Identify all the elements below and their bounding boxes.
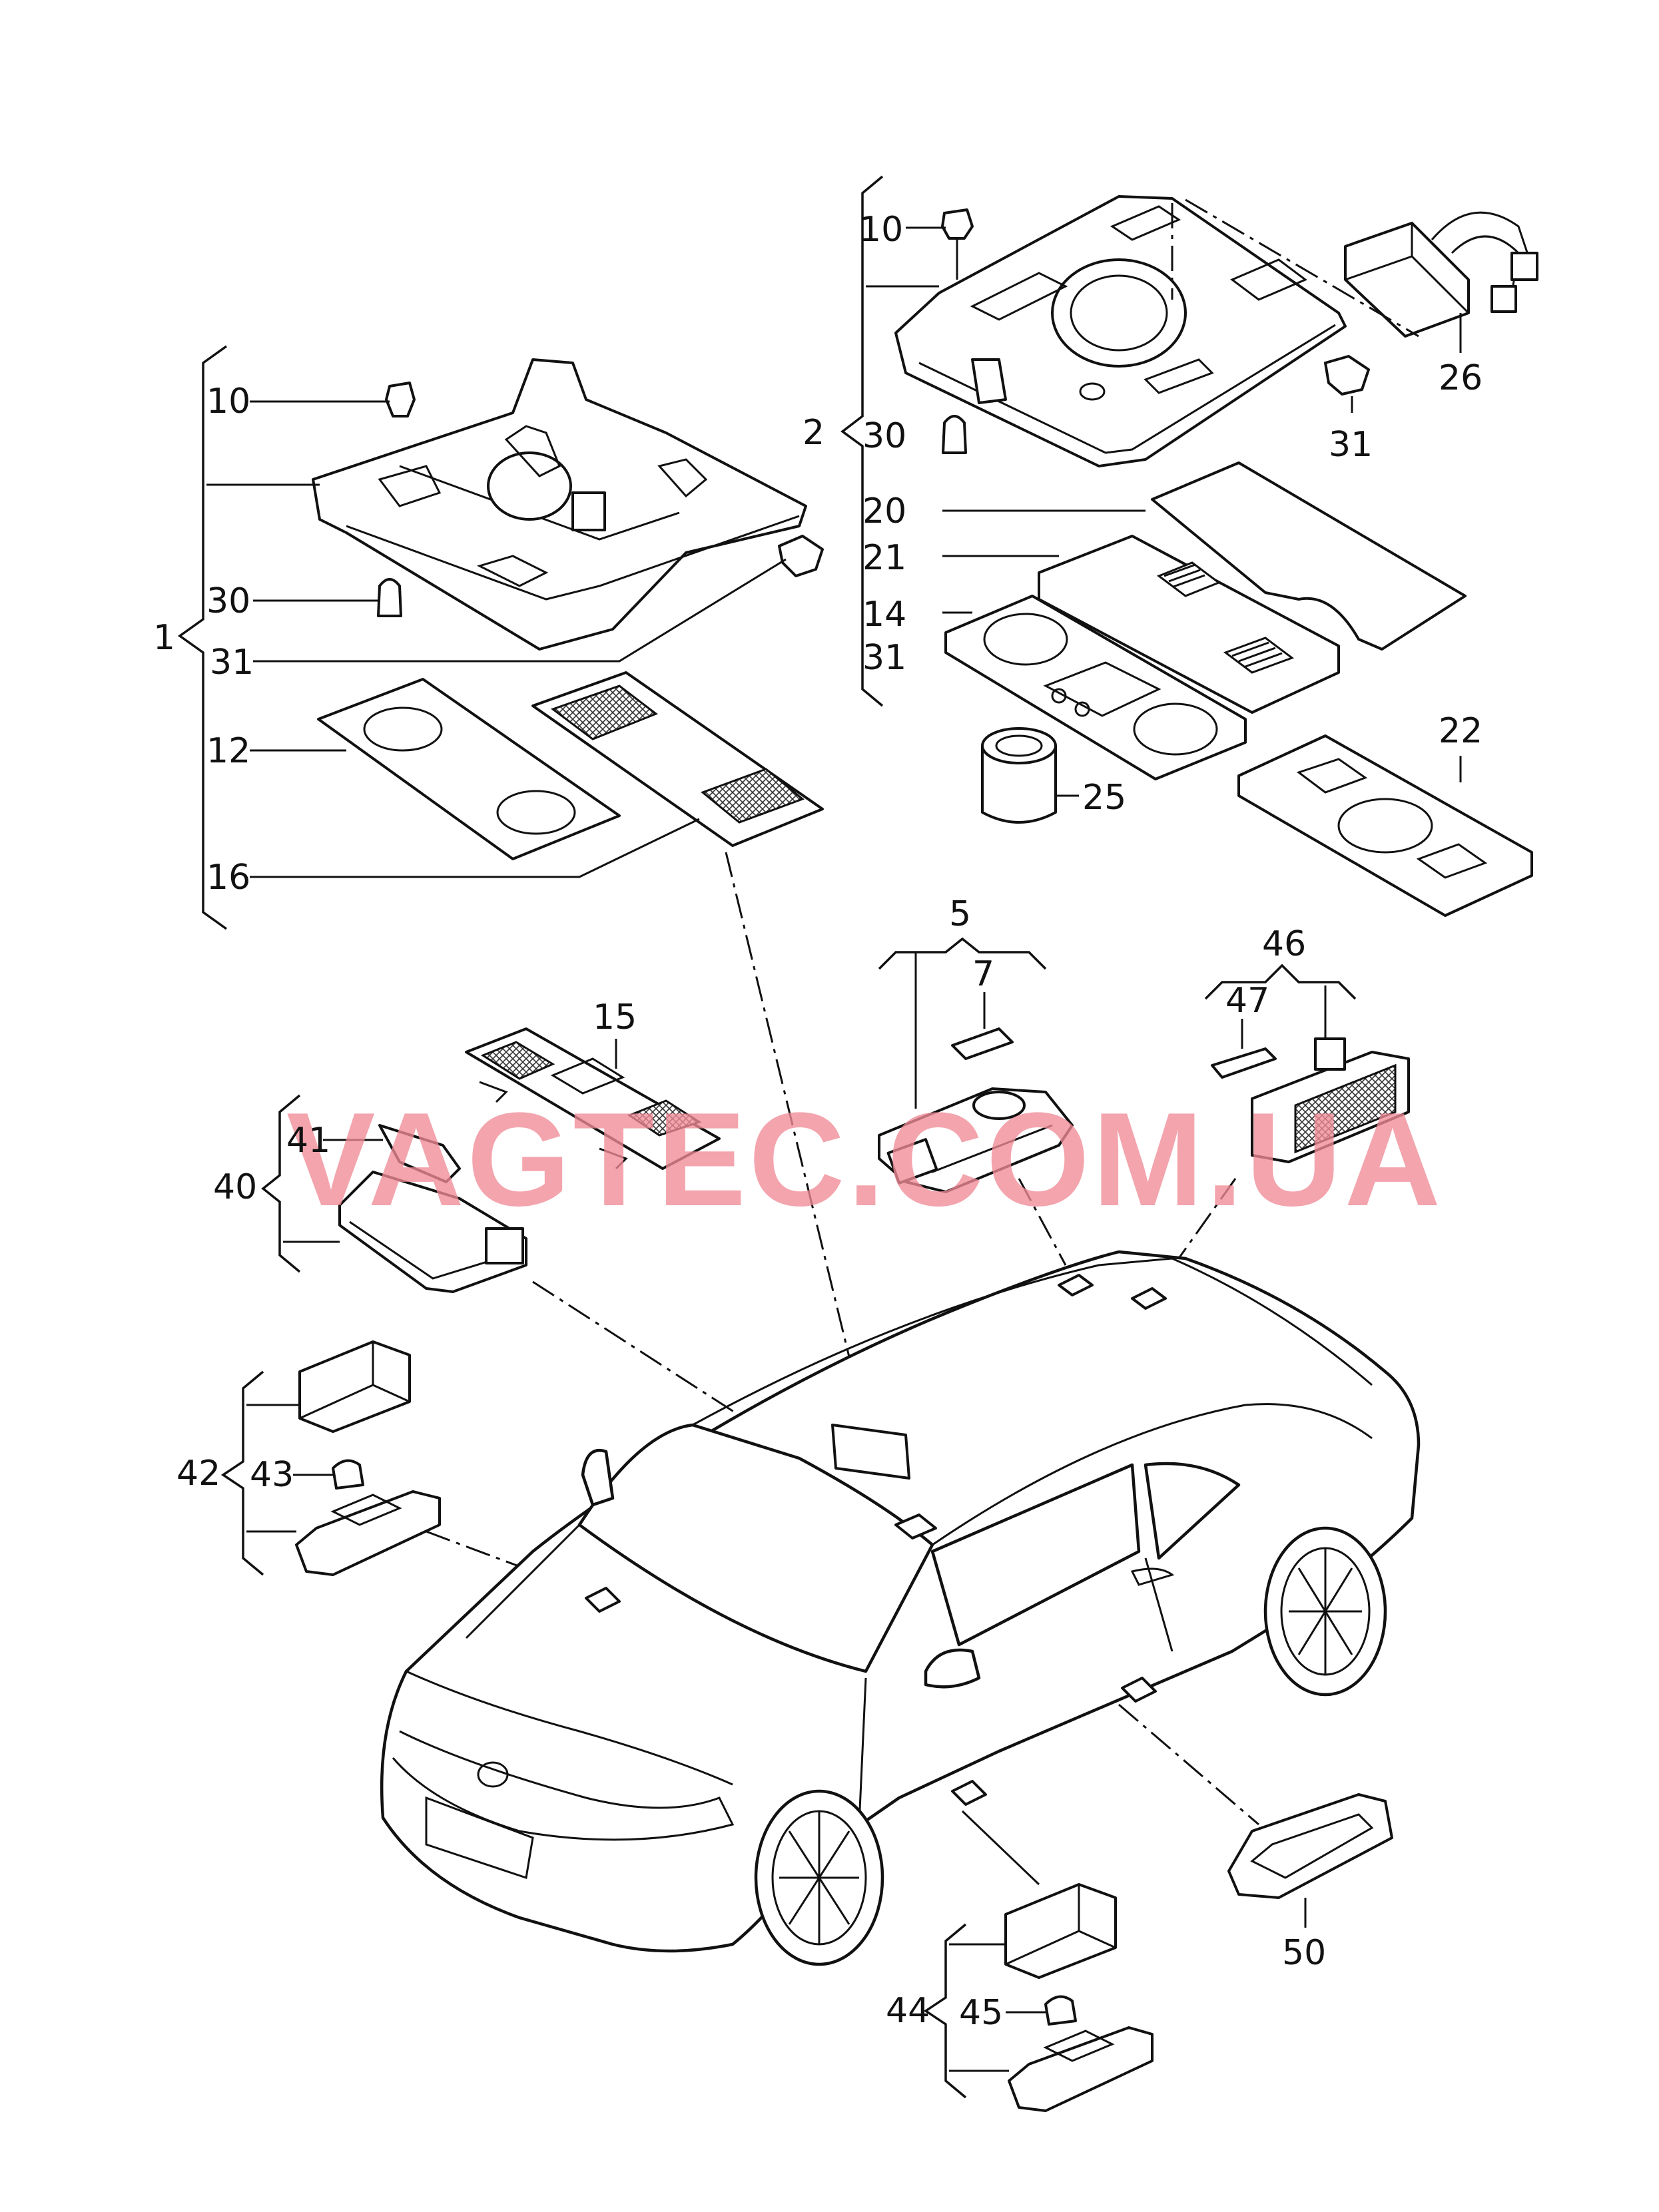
- part-clip-10b: [941, 208, 974, 240]
- brace-2: [840, 175, 884, 707]
- callout-42: 42: [176, 1454, 220, 1494]
- part-bulb-45: [1044, 1995, 1077, 2026]
- part-cover-20: [1151, 461, 1467, 651]
- part-festoon-bulb-47: [1211, 1047, 1277, 1079]
- callout-12: 12: [206, 731, 250, 771]
- callout-10b: 10: [859, 210, 903, 250]
- watermark: VAGTEC.COM.UA: [286, 1085, 1443, 1234]
- part-clip-10a: [385, 382, 416, 417]
- callout-41: 41: [286, 1121, 330, 1161]
- callout-16: 16: [206, 858, 250, 898]
- part-cover-22: [1237, 734, 1533, 917]
- part-lamp-42: [295, 1490, 441, 1576]
- part-lamp-44: [1008, 2026, 1154, 2112]
- location-front-roof: [831, 1424, 910, 1480]
- car-outline: [380, 1250, 1421, 1966]
- part-lens-14: [944, 595, 1247, 780]
- part-bulb-41: [378, 1124, 461, 1183]
- location-door-lamp: [951, 1780, 987, 1806]
- callout-22: 22: [1439, 711, 1483, 751]
- assembly-40-lamp: [261, 1094, 920, 1533]
- assembly-5-centre-lamp: [878, 937, 1074, 1266]
- assembly-2-rear-roof-module: [840, 175, 1538, 917]
- callout-47: 47: [1225, 981, 1269, 1021]
- assembly-1-front-roof-module: [177, 345, 824, 930]
- part-housing-42: [298, 1340, 411, 1433]
- callout-2: 2: [803, 413, 825, 453]
- callout-labels: 1 10 30 31 12 16 2 10 30 31 26 20 21 14 …: [153, 210, 1483, 2033]
- assembly-50-lamp: [1118, 1703, 1393, 1928]
- location-rear-roof: [894, 1514, 937, 1539]
- part-connector-26: [1344, 222, 1470, 338]
- callout-14: 14: [862, 595, 906, 635]
- callout-44: 44: [886, 1991, 930, 2031]
- callout-50: 50: [1282, 1933, 1326, 1973]
- callout-26: 26: [1439, 358, 1483, 398]
- callout-31b: 31: [1329, 425, 1373, 465]
- part-bulb-30a: [377, 578, 402, 617]
- callout-10a: 10: [206, 382, 250, 421]
- callout-31c: 31: [862, 638, 906, 678]
- part-housing-44: [1004, 1883, 1117, 1979]
- part-screw-31a: [778, 535, 824, 577]
- part-bulb-30b: [942, 415, 967, 454]
- callout-1: 1: [153, 618, 175, 658]
- part-festoon-bulb-7: [951, 1027, 1014, 1060]
- callout-40: 40: [213, 1167, 257, 1207]
- assembly-42-footwell-lamp: [220, 1340, 587, 1593]
- callout-25: 25: [1082, 778, 1126, 818]
- callout-21: 21: [862, 538, 906, 578]
- callout-15: 15: [593, 997, 637, 1037]
- location-rear-door-lamp: [1121, 1677, 1157, 1703]
- callout-43: 43: [250, 1455, 294, 1495]
- part-screw-31b: [1324, 355, 1370, 396]
- brace-1: [177, 345, 228, 930]
- callout-7: 7: [972, 954, 994, 994]
- callout-31a: 31: [210, 643, 254, 683]
- callout-46: 46: [1262, 924, 1306, 964]
- part-lamp-50: [1227, 1793, 1393, 1899]
- callout-5: 5: [949, 894, 971, 934]
- callout-30b: 30: [862, 416, 906, 456]
- assembly-46-rear-lamp: [1144, 964, 1410, 1306]
- callout-30a: 30: [206, 581, 250, 621]
- assembly-44-door-lamp: [923, 1810, 1154, 2112]
- location-rear-lamp: [1131, 1287, 1167, 1310]
- part-lamp-40: [338, 1171, 527, 1293]
- assembly-15-lens: [465, 852, 867, 1426]
- callout-20: 20: [862, 491, 906, 531]
- callout-45: 45: [959, 1993, 1003, 2033]
- part-lens-12: [317, 678, 621, 860]
- part-bulb-43: [332, 1459, 364, 1490]
- location-front-footwell: [585, 1587, 621, 1613]
- location-centre-lamp: [1058, 1274, 1094, 1296]
